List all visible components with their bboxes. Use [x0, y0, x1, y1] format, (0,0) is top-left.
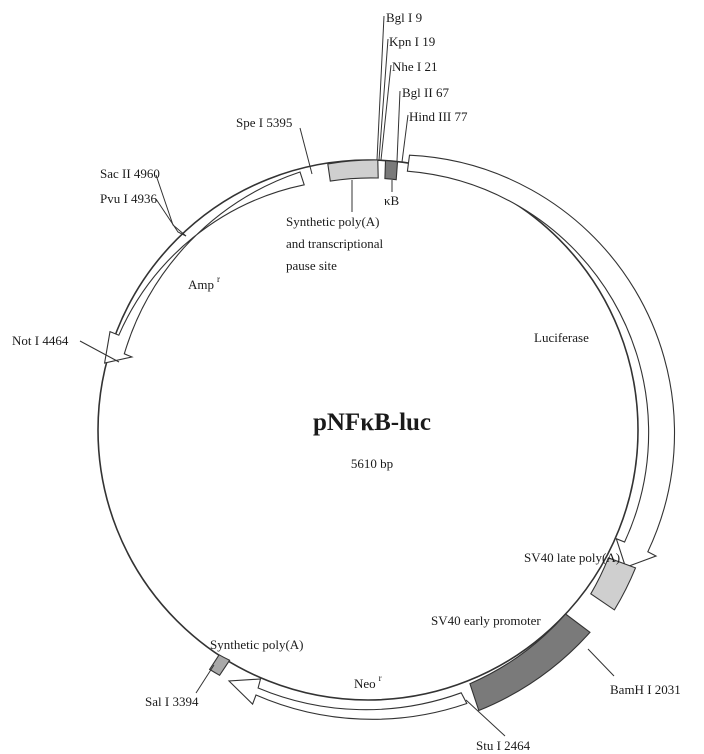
- bamh1-label: BamH I 2031: [610, 682, 681, 697]
- synthetic-polya-box: [208, 654, 231, 677]
- pause-site-label-line3: pause site: [286, 258, 337, 273]
- plasmid-size-label: 5610 bp: [351, 456, 393, 471]
- spe1-label: Spe I 5395: [236, 115, 292, 130]
- sv40-late-polya-label: SV40 late poly(A): [524, 550, 620, 565]
- spe1-leader: [299, 127, 313, 175]
- not1-leader: [79, 340, 120, 363]
- kb-element-box: [384, 160, 399, 181]
- pause-site-label-line2: and transcriptional: [286, 236, 383, 251]
- hind3-label: Hind III 77: [409, 109, 468, 124]
- kb-label: κB: [384, 193, 400, 208]
- not1-label: Not I 4464: [12, 333, 69, 348]
- pvu1-leader: [155, 198, 187, 237]
- bgl1-label: Bgl I 9: [386, 10, 422, 25]
- pause-site-label-line1: Synthetic poly(A): [286, 214, 380, 229]
- neo-arrow: [227, 678, 468, 720]
- synthetic-polya-label: Synthetic poly(A): [210, 637, 304, 652]
- sal1-label: Sal I 3394: [145, 694, 199, 709]
- sv40-early-promoter-label: SV40 early promoter: [431, 613, 541, 628]
- bgl2-leader: [396, 90, 401, 162]
- nhe1-label: Nhe I 21: [392, 59, 438, 74]
- sac2-label: Sac II 4960: [100, 166, 160, 181]
- amp-arrow: [103, 171, 305, 364]
- luciferase-arrow: [406, 154, 676, 569]
- bamh1-leader: [587, 648, 615, 677]
- sal1-leader: [195, 664, 215, 694]
- stu1-label: Stu I 2464: [476, 738, 531, 753]
- kpn1-label: Kpn I 19: [389, 34, 435, 49]
- pvu1-label: Pvu I 4936: [100, 191, 158, 206]
- nhe1-leader: [380, 64, 392, 161]
- sv40-late-polya-box: [590, 557, 637, 611]
- bgl2-label: Bgl II 67: [402, 85, 449, 100]
- hind3-leader: [401, 114, 409, 163]
- synthetic-pause-site-box: [327, 159, 379, 182]
- kpn1-leader: [378, 38, 389, 161]
- luciferase-label: Luciferase: [534, 330, 589, 345]
- plasmid-name-title: pNFκB-luc: [313, 409, 431, 436]
- bgl1-leader: [376, 15, 385, 161]
- stu1-leader: [465, 699, 506, 737]
- sv40-early-promoter-box: [469, 613, 591, 712]
